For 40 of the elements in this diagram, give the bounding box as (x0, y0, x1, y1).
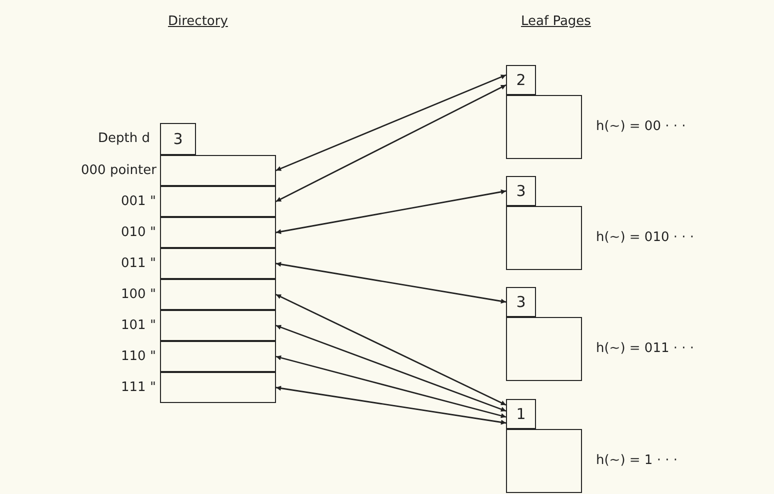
bit-label: 110 " (121, 348, 156, 364)
leaf-page-box (506, 95, 582, 159)
arrow (276, 262, 506, 304)
column-heading: Directory (168, 14, 228, 29)
bit-label: 100 " (121, 286, 156, 302)
bit-label: 010 " (121, 224, 156, 240)
directory-cell (160, 279, 276, 310)
hash-label: h(~) = 011 · · · (596, 341, 694, 357)
directory-cell (160, 310, 276, 341)
bit-label: 011 " (121, 256, 156, 272)
directory-cell (160, 248, 276, 279)
arrow (276, 74, 506, 172)
arrow (276, 294, 506, 406)
leaf-page-box (506, 206, 582, 270)
depth-tag: 3 (506, 176, 536, 206)
depth-tag: 3 (506, 287, 536, 317)
bit-label: Depth d (98, 131, 150, 147)
bit-label: 000 pointer (81, 162, 156, 178)
directory-cell (160, 186, 276, 217)
arrow (276, 324, 506, 412)
bit-label: 111 " (121, 380, 156, 396)
leaf-page-box (506, 429, 582, 493)
bit-label: 101 " (121, 318, 156, 334)
hash-label: h(~) = 00 · · · (596, 119, 686, 135)
hash-label: h(~) = 1 · · · (596, 453, 678, 469)
hash-label: h(~) = 010 · · · (596, 230, 694, 246)
column-heading: Leaf Pages (521, 14, 591, 29)
arrow (276, 189, 506, 234)
leaf-page-box (506, 317, 582, 381)
directory-cell (160, 217, 276, 248)
depth-tag: 3 (160, 123, 196, 155)
directory-cell (160, 155, 276, 186)
arrow (276, 355, 506, 418)
directory-cell (160, 341, 276, 372)
depth-tag: 1 (506, 399, 536, 429)
arrow (276, 84, 506, 202)
arrow (276, 386, 506, 425)
bit-label: 001 " (121, 194, 156, 210)
directory-cell (160, 372, 276, 403)
depth-tag: 2 (506, 65, 536, 95)
